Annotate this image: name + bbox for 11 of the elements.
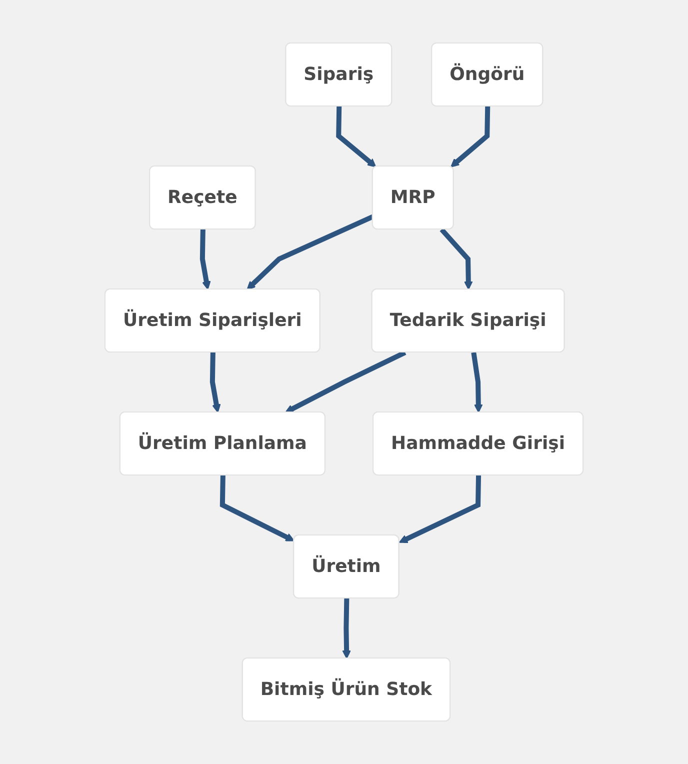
arrow [210, 352, 221, 413]
arrow [336, 106, 376, 168]
arrow [342, 598, 351, 659]
arrow [440, 228, 473, 290]
arrow [471, 352, 483, 413]
arrow [284, 350, 406, 413]
arrow [398, 475, 482, 544]
arrow [246, 214, 374, 290]
arrow [200, 229, 211, 290]
arrow [220, 475, 294, 542]
arrow [450, 106, 490, 168]
